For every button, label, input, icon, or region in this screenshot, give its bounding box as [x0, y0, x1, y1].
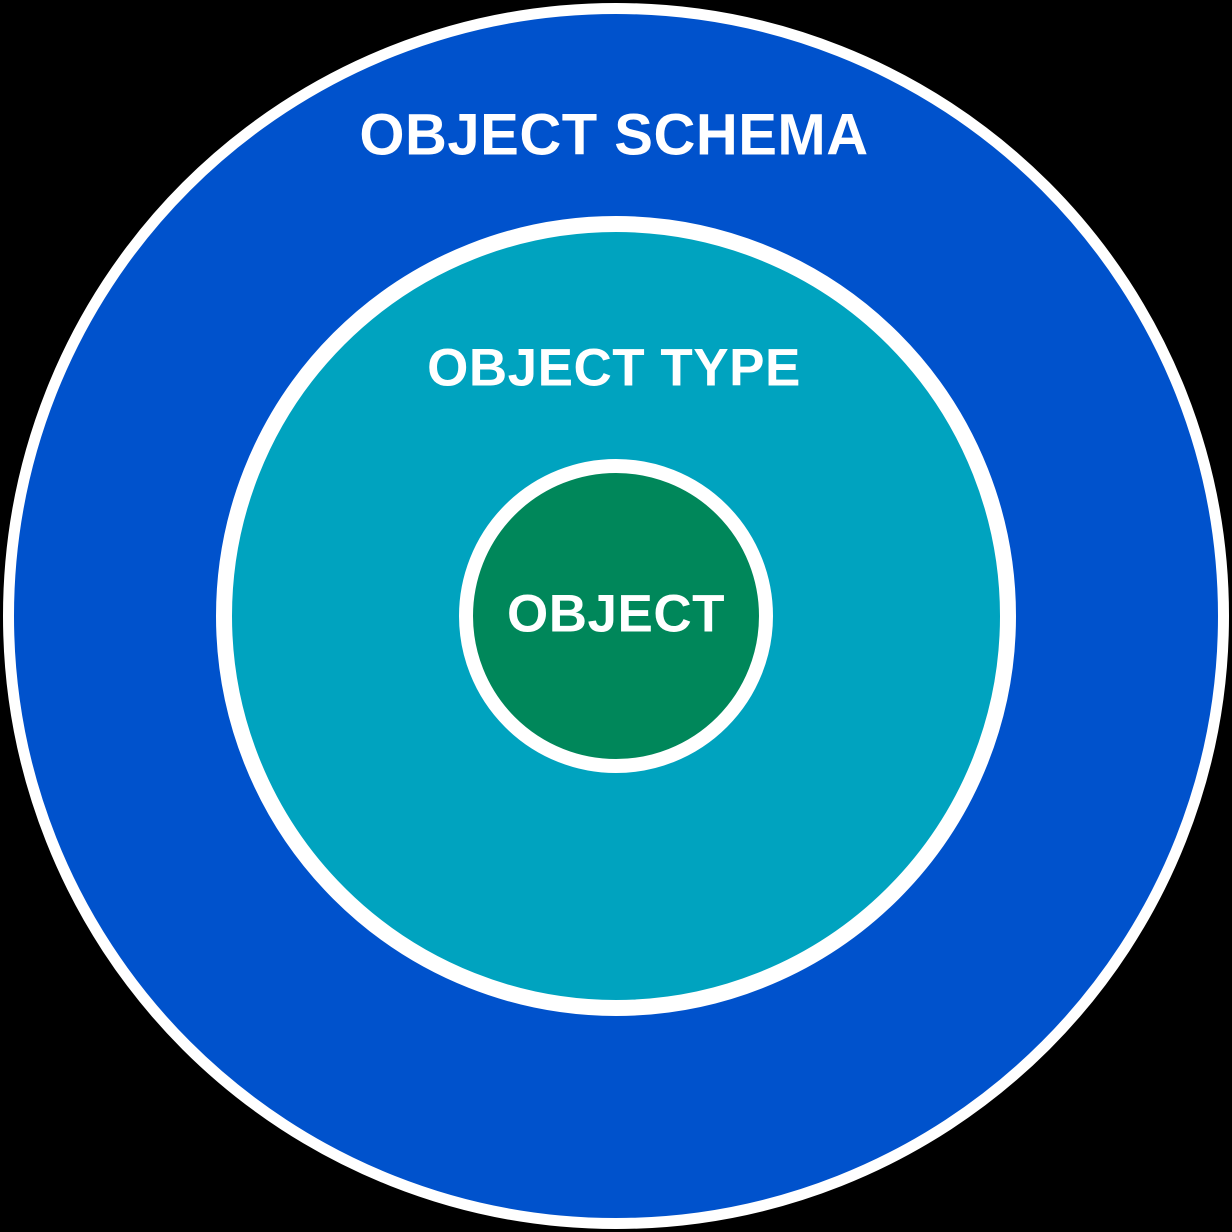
label-object-schema: OBJECT SCHEMA [359, 102, 869, 168]
label-object: OBJECT [507, 584, 725, 644]
label-object-type: OBJECT TYPE [427, 338, 801, 398]
